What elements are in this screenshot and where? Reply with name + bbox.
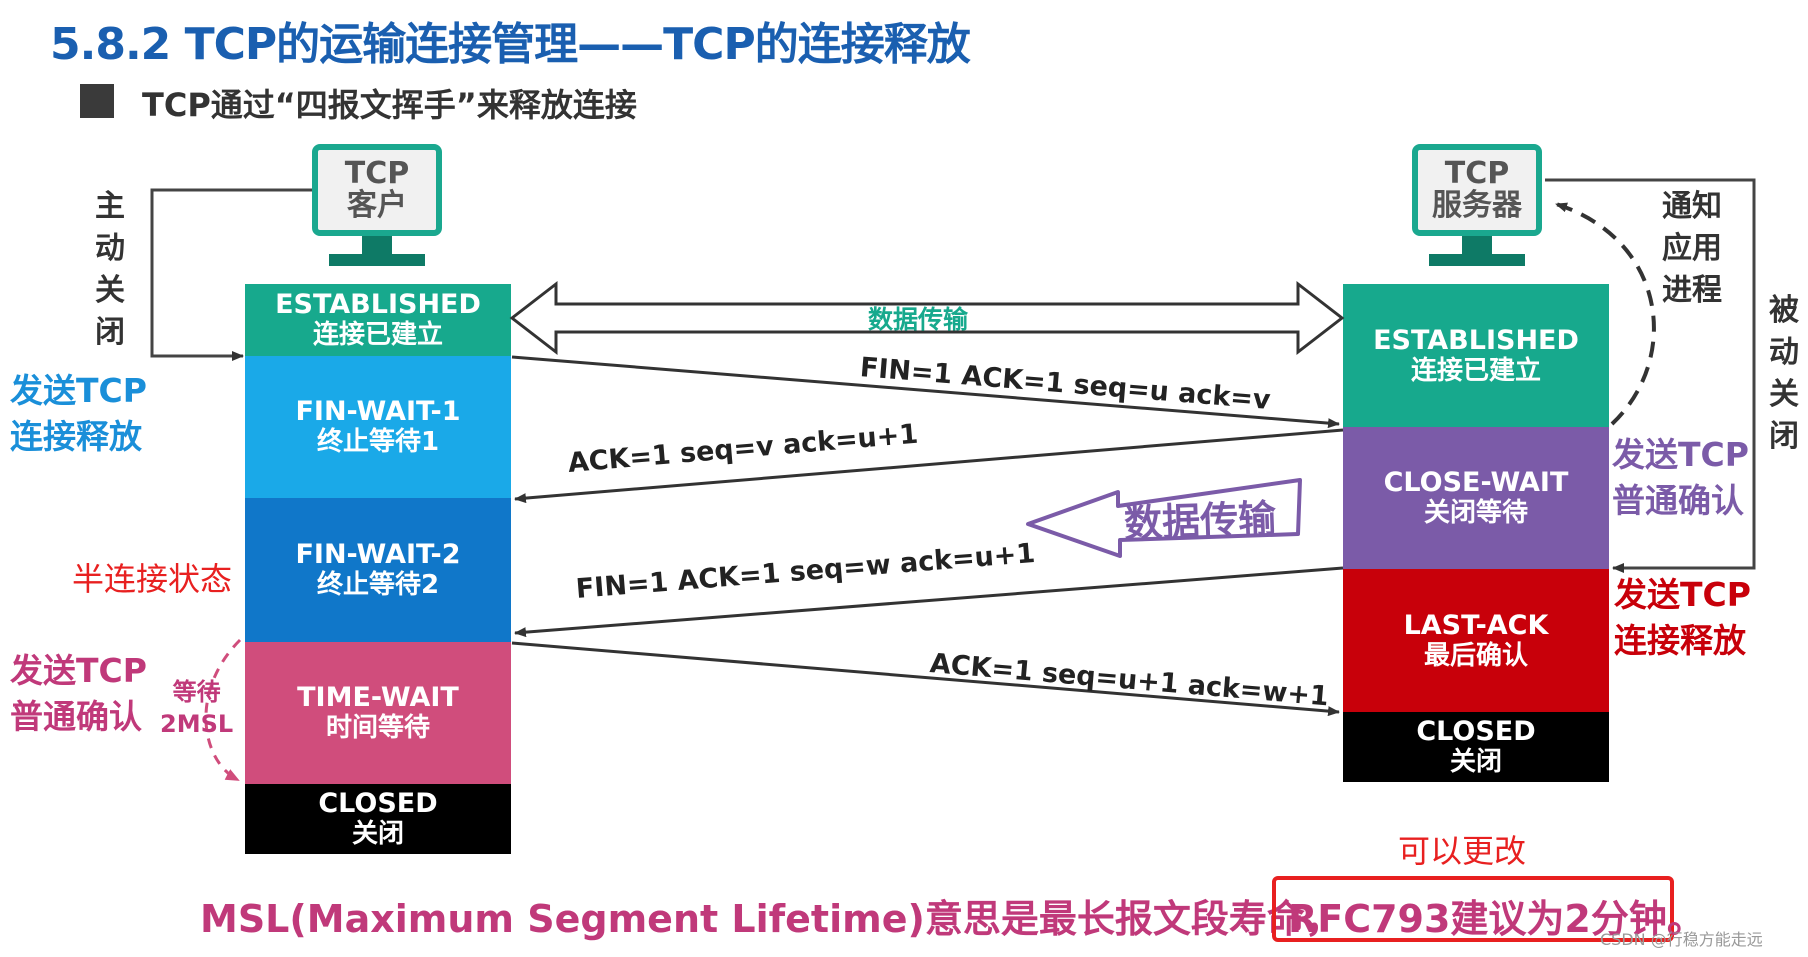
rfc-text: RFC793建议为2分钟。 (1288, 897, 1705, 941)
server-state-established: ESTABLISHED 连接已建立 (1343, 284, 1609, 427)
half-close-label: 半连接状态 (72, 560, 233, 598)
passive-close-label: 被 动 关 闭 (1769, 293, 1799, 454)
client-state-established: ESTABLISHED 连接已建立 (245, 284, 511, 356)
server-monitor-icon: TCP 服务器 (1412, 144, 1542, 266)
notify-app-label: 通知 应用 进程 (1662, 189, 1722, 308)
state-cn: 连接已建立 (312, 320, 443, 350)
server-state-closed: CLOSED 关闭 (1343, 712, 1609, 782)
state-cn: 时间等待 (325, 713, 430, 743)
server-send-release-label: 发送TCP 连接释放 (1614, 575, 1751, 660)
client-state-fin-wait-2: FIN-WAIT-2 终止等待2 (245, 498, 511, 642)
client-state-time-wait: TIME-WAIT 时间等待 (245, 642, 511, 784)
state-cn: 最后确认 (1423, 640, 1528, 671)
bullet-square-icon (80, 84, 114, 118)
data-transfer-purple-arrow (1026, 478, 1302, 558)
active-close-connector (150, 188, 312, 361)
client-state-fin-wait-1: FIN-WAIT-1 终止等待1 (245, 356, 511, 498)
rfc-highlight-box: RFC793建议为2分钟。 (1272, 876, 1705, 942)
notify-app-dashed-arrow (1555, 202, 1656, 426)
state-en: FIN-WAIT-2 (295, 539, 461, 570)
state-en: CLOSED (318, 788, 438, 819)
msg-arrow-1 (511, 355, 1340, 429)
client-monitor-line-1: TCP (344, 156, 410, 191)
wait-2msl-label: 等待 2MSL (160, 678, 234, 738)
data-transfer-mid-label: 数据传输 (1123, 496, 1277, 546)
client-send-release-label: 发送TCP 连接释放 (10, 371, 147, 456)
page-title: 5.8.2 TCP的运输连接管理——TCP的连接释放 (50, 19, 971, 70)
client-monitor-icon: TCP 客户 (312, 144, 442, 266)
server-state-close-wait: CLOSE-WAIT 关闭等待 (1343, 427, 1609, 569)
changeable-note: 可以更改 (1398, 832, 1527, 870)
data-transfer-double-arrow (509, 280, 1345, 356)
state-cn: 连接已建立 (1410, 355, 1541, 386)
state-cn: 关闭 (351, 819, 404, 849)
msg-arrow-4 (511, 641, 1340, 717)
subtitle: TCP通过“四报文挥手”来释放连接 (142, 86, 637, 124)
msl-explanation: MSL(Maximum Segment Lifetime)意思是最长报文段寿命， (200, 897, 1343, 941)
watermark: CSDN @行稳方能走远 (1600, 930, 1763, 949)
active-close-label: 主 动 关 闭 (95, 189, 125, 350)
state-cn: 终止等待1 (316, 427, 440, 457)
server-send-ack-label: 发送TCP 普通确认 (1612, 435, 1749, 520)
state-en: CLOSED (1416, 716, 1536, 747)
state-en: FIN-WAIT-1 (295, 396, 461, 427)
server-state-column: ESTABLISHED 连接已建立 CLOSE-WAIT 关闭等待 LAST-A… (1343, 284, 1609, 782)
state-en: ESTABLISHED (275, 289, 481, 320)
server-monitor-line-1: TCP (1444, 156, 1510, 191)
client-send-ack-label: 发送TCP 普通确认 (10, 651, 147, 736)
passive-close-connector (1545, 178, 1756, 573)
state-en: ESTABLISHED (1373, 324, 1579, 356)
server-monitor-line-2: 服务器 (1432, 188, 1522, 223)
data-transfer-top-label: 数据传输 (868, 305, 969, 334)
state-en: LAST-ACK (1403, 609, 1549, 641)
client-state-closed: CLOSED 关闭 (245, 784, 511, 854)
wait-2msl-dashed-arrow (204, 638, 242, 782)
state-en: CLOSE-WAIT (1383, 467, 1569, 498)
msg-arrow-3 (514, 566, 1344, 638)
client-state-column: ESTABLISHED 连接已建立 FIN-WAIT-1 终止等待1 FIN-W… (245, 284, 511, 854)
state-en: TIME-WAIT (297, 682, 459, 713)
msg-arrow-2 (514, 428, 1344, 504)
state-cn: 关闭 (1449, 747, 1502, 777)
server-state-last-ack: LAST-ACK 最后确认 (1343, 569, 1609, 712)
state-cn: 终止等待2 (316, 570, 440, 600)
client-monitor-line-2: 客户 (347, 188, 407, 223)
state-cn: 关闭等待 (1423, 498, 1528, 528)
